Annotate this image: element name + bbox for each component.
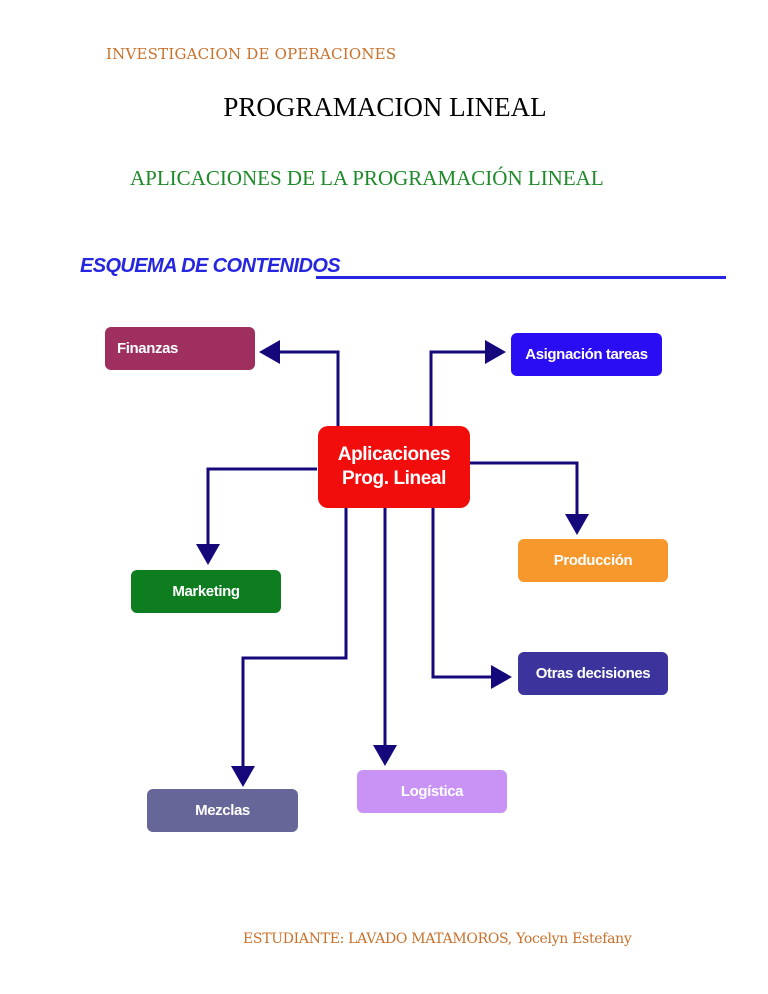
connector-marketing xyxy=(196,467,317,565)
node-marketing: Marketing xyxy=(131,570,281,613)
page-subtitle: APLICACIONES DE LA PROGRAMACIÓN LINEAL xyxy=(130,166,604,190)
connector-finanzas xyxy=(259,340,340,427)
page-title-text: PROGRAMACION LINEAL xyxy=(223,92,547,122)
node-asignacion-tareas: Asignación tareas xyxy=(511,333,662,376)
node-mezclas: Mezclas xyxy=(147,789,298,832)
node-finanzas: Finanzas xyxy=(105,327,255,370)
node-mezclas-label: Mezclas xyxy=(195,802,250,819)
node-otras-decisiones-label: Otras decisiones xyxy=(535,665,651,682)
node-logistica-label: Logística xyxy=(400,783,464,800)
node-produccion-label: Producción xyxy=(553,552,633,569)
node-finanzas-label: Finanzas xyxy=(117,340,178,357)
connector-otras xyxy=(431,508,512,689)
node-marketing-label: Marketing xyxy=(172,583,240,600)
schema-heading: ESQUEMA DE CONTENIDOS xyxy=(80,255,341,277)
connector-produccion xyxy=(470,461,589,535)
center-node-aplicaciones: Aplicaciones Prog. Lineal xyxy=(318,426,470,508)
connector-mezclas xyxy=(231,508,348,787)
page-title: PROGRAMACION LINEAL xyxy=(0,92,768,123)
schema-heading-underline xyxy=(316,276,726,279)
node-asignacion-tareas-label: Asignación tareas xyxy=(525,346,648,363)
node-otras-decisiones: Otras decisiones xyxy=(518,652,668,695)
center-node-line1: Aplicaciones xyxy=(337,444,451,465)
node-produccion: Producción xyxy=(518,539,668,582)
node-logistica: Logística xyxy=(357,770,507,813)
connector-asignacion xyxy=(429,340,506,427)
student-name: ESTUDIANTE: LAVADO MATAMOROS, Yocelyn Es… xyxy=(243,931,632,947)
center-node-line2: Prog. Lineal xyxy=(342,468,446,489)
course-name: INVESTIGACION DE OPERACIONES xyxy=(106,45,397,63)
